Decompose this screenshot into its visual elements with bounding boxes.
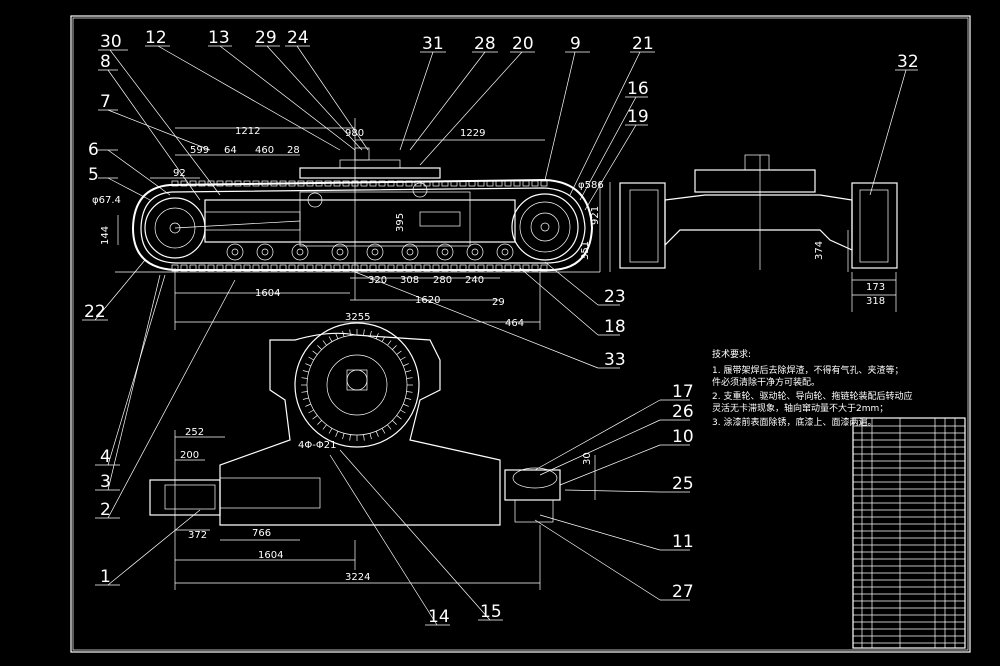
part-label-3: 3 (100, 472, 111, 492)
part-label-1: 1 (100, 567, 111, 587)
part-label-14: 14 (428, 607, 450, 627)
notes-line-4: 灵活无卡滞现象，轴向窜动量不大于2mm； (712, 402, 888, 414)
dim-29: 29 (492, 297, 505, 308)
part-label-7: 7 (100, 92, 111, 112)
part-label-8: 8 (100, 52, 111, 72)
part-label-17: 17 (672, 382, 694, 402)
part-label-29: 29 (255, 28, 277, 48)
dim-464: 464 (505, 318, 524, 329)
part-label-16: 16 (627, 79, 649, 99)
dim-1229: 1229 (460, 128, 485, 139)
dim-351: 351 (580, 241, 591, 260)
front-view-track (115, 147, 600, 273)
dim-200: 200 (180, 450, 199, 461)
part-number-labels: 30 8 12 13 29 24 31 28 20 9 21 16 19 7 6… (84, 28, 919, 627)
dim-372: 372 (188, 530, 207, 541)
part-label-31: 31 (422, 34, 444, 54)
part-label-13: 13 (208, 28, 230, 48)
dim-3224: 3224 (345, 572, 370, 583)
part-label-25: 25 (672, 474, 694, 494)
dim-374: 374 (814, 241, 825, 260)
dim-395: 395 (395, 213, 406, 232)
part-label-18: 18 (604, 317, 626, 337)
dim-766: 766 (252, 528, 271, 539)
dim-92: 92 (173, 168, 186, 179)
dim-phi67: φ67.4 (92, 195, 121, 206)
part-label-21: 21 (632, 34, 654, 54)
part-label-5: 5 (88, 165, 99, 185)
part-label-2: 2 (100, 500, 111, 520)
notes-line-5: 3. 涂漆前表面除锈，底漆上、面漆两遍。 (712, 416, 876, 428)
dim-599: 599 (190, 145, 209, 156)
part-label-11: 11 (672, 532, 694, 552)
dim-252: 252 (185, 427, 204, 438)
part-label-19: 19 (627, 107, 649, 127)
dim-30: 30 (582, 452, 593, 465)
dim-980: 980 (345, 128, 364, 139)
side-view (619, 154, 898, 312)
part-label-28: 28 (474, 34, 496, 54)
dim-308: 308 (400, 275, 419, 286)
dim-460: 460 (255, 145, 274, 156)
part-label-20: 20 (512, 34, 534, 54)
part-label-32: 32 (897, 52, 919, 72)
part-label-33: 33 (604, 350, 626, 370)
part-label-12: 12 (145, 28, 167, 48)
dim-64: 64 (224, 145, 237, 156)
part-label-24: 24 (287, 28, 309, 48)
notes-line-1: 1. 履带架焊后去除焊渣，不得有气孔、夹渣等； (712, 364, 903, 376)
notes-title: 技术要求: (712, 348, 751, 360)
part-label-26: 26 (672, 402, 694, 422)
part-label-10: 10 (672, 427, 694, 447)
part-label-22: 22 (84, 302, 106, 322)
inner-border (72, 17, 969, 651)
part-label-6: 6 (88, 140, 99, 160)
dim-1604-bottom: 1604 (258, 550, 283, 561)
dim-144: 144 (100, 226, 111, 245)
part-label-23: 23 (604, 287, 626, 307)
dim-1620: 1620 (415, 295, 440, 306)
part-label-15: 15 (480, 602, 502, 622)
dim-1604-top: 1604 (255, 288, 280, 299)
dim-173: 173 (866, 282, 885, 293)
leader-lines (82, 45, 918, 626)
dim-28: 28 (287, 145, 300, 156)
part-label-30: 30 (100, 32, 122, 52)
dim-280: 280 (433, 275, 452, 286)
notes-line-3: 2. 支重轮、驱动轮、导向轮、拖链轮装配后转动应 (712, 390, 912, 402)
dim-921: 921 (590, 206, 601, 225)
notes-line-2: 件必须清除干净方可装配。 (712, 376, 820, 388)
part-label-27: 27 (672, 582, 694, 602)
dim-320: 320 (368, 275, 387, 286)
front-dimension-lines (117, 118, 611, 330)
dim-240: 240 (465, 275, 484, 286)
technical-notes: 技术要求: 1. 履带架焊后去除焊渣，不得有气孔、夹渣等； 件必须清除干净方可装… (712, 348, 912, 428)
dimension-texts: 980 1212 1229 599 64 460 28 92 φ67.4 144… (92, 126, 885, 583)
part-label-4: 4 (100, 447, 111, 467)
plan-view (149, 322, 596, 590)
outer-border (70, 15, 971, 653)
dim-3255: 3255 (345, 312, 370, 323)
bom-table (852, 417, 966, 649)
dim-phi586: φ586 (578, 180, 604, 191)
dim-holes: 4Φ-Φ21 (298, 440, 336, 451)
part-label-9: 9 (570, 34, 581, 54)
dim-1212: 1212 (235, 126, 260, 137)
dim-318: 318 (866, 296, 885, 307)
